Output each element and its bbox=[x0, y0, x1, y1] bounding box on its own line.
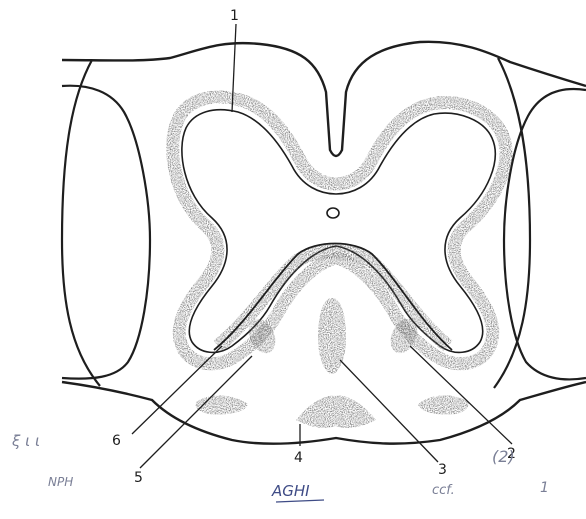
label-5: 5 bbox=[134, 470, 143, 486]
leader-6 bbox=[132, 346, 222, 434]
label-1: 1 bbox=[230, 8, 239, 24]
handwritten-underline bbox=[276, 500, 324, 502]
label-4: 4 bbox=[294, 450, 303, 466]
ventral-right-patch bbox=[418, 395, 468, 414]
central-canal bbox=[327, 208, 339, 218]
handwritten-note-center: AGHI bbox=[271, 482, 310, 500]
left-lateral-lobe bbox=[62, 60, 150, 386]
handwritten-note-left-bottom: NPH bbox=[48, 475, 73, 489]
label-6: 6 bbox=[112, 433, 121, 449]
ventral-center-patch bbox=[296, 396, 376, 428]
label-3: 3 bbox=[438, 462, 447, 478]
right-lateral-lobe bbox=[494, 58, 586, 388]
handwritten-note-right: ccf. bbox=[432, 483, 455, 498]
handwritten-note-left-top: ξ ι ι bbox=[11, 432, 40, 450]
handwritten-note-right-num: 1 bbox=[540, 480, 549, 496]
handwritten-note-circled-2: (2) bbox=[492, 447, 515, 466]
